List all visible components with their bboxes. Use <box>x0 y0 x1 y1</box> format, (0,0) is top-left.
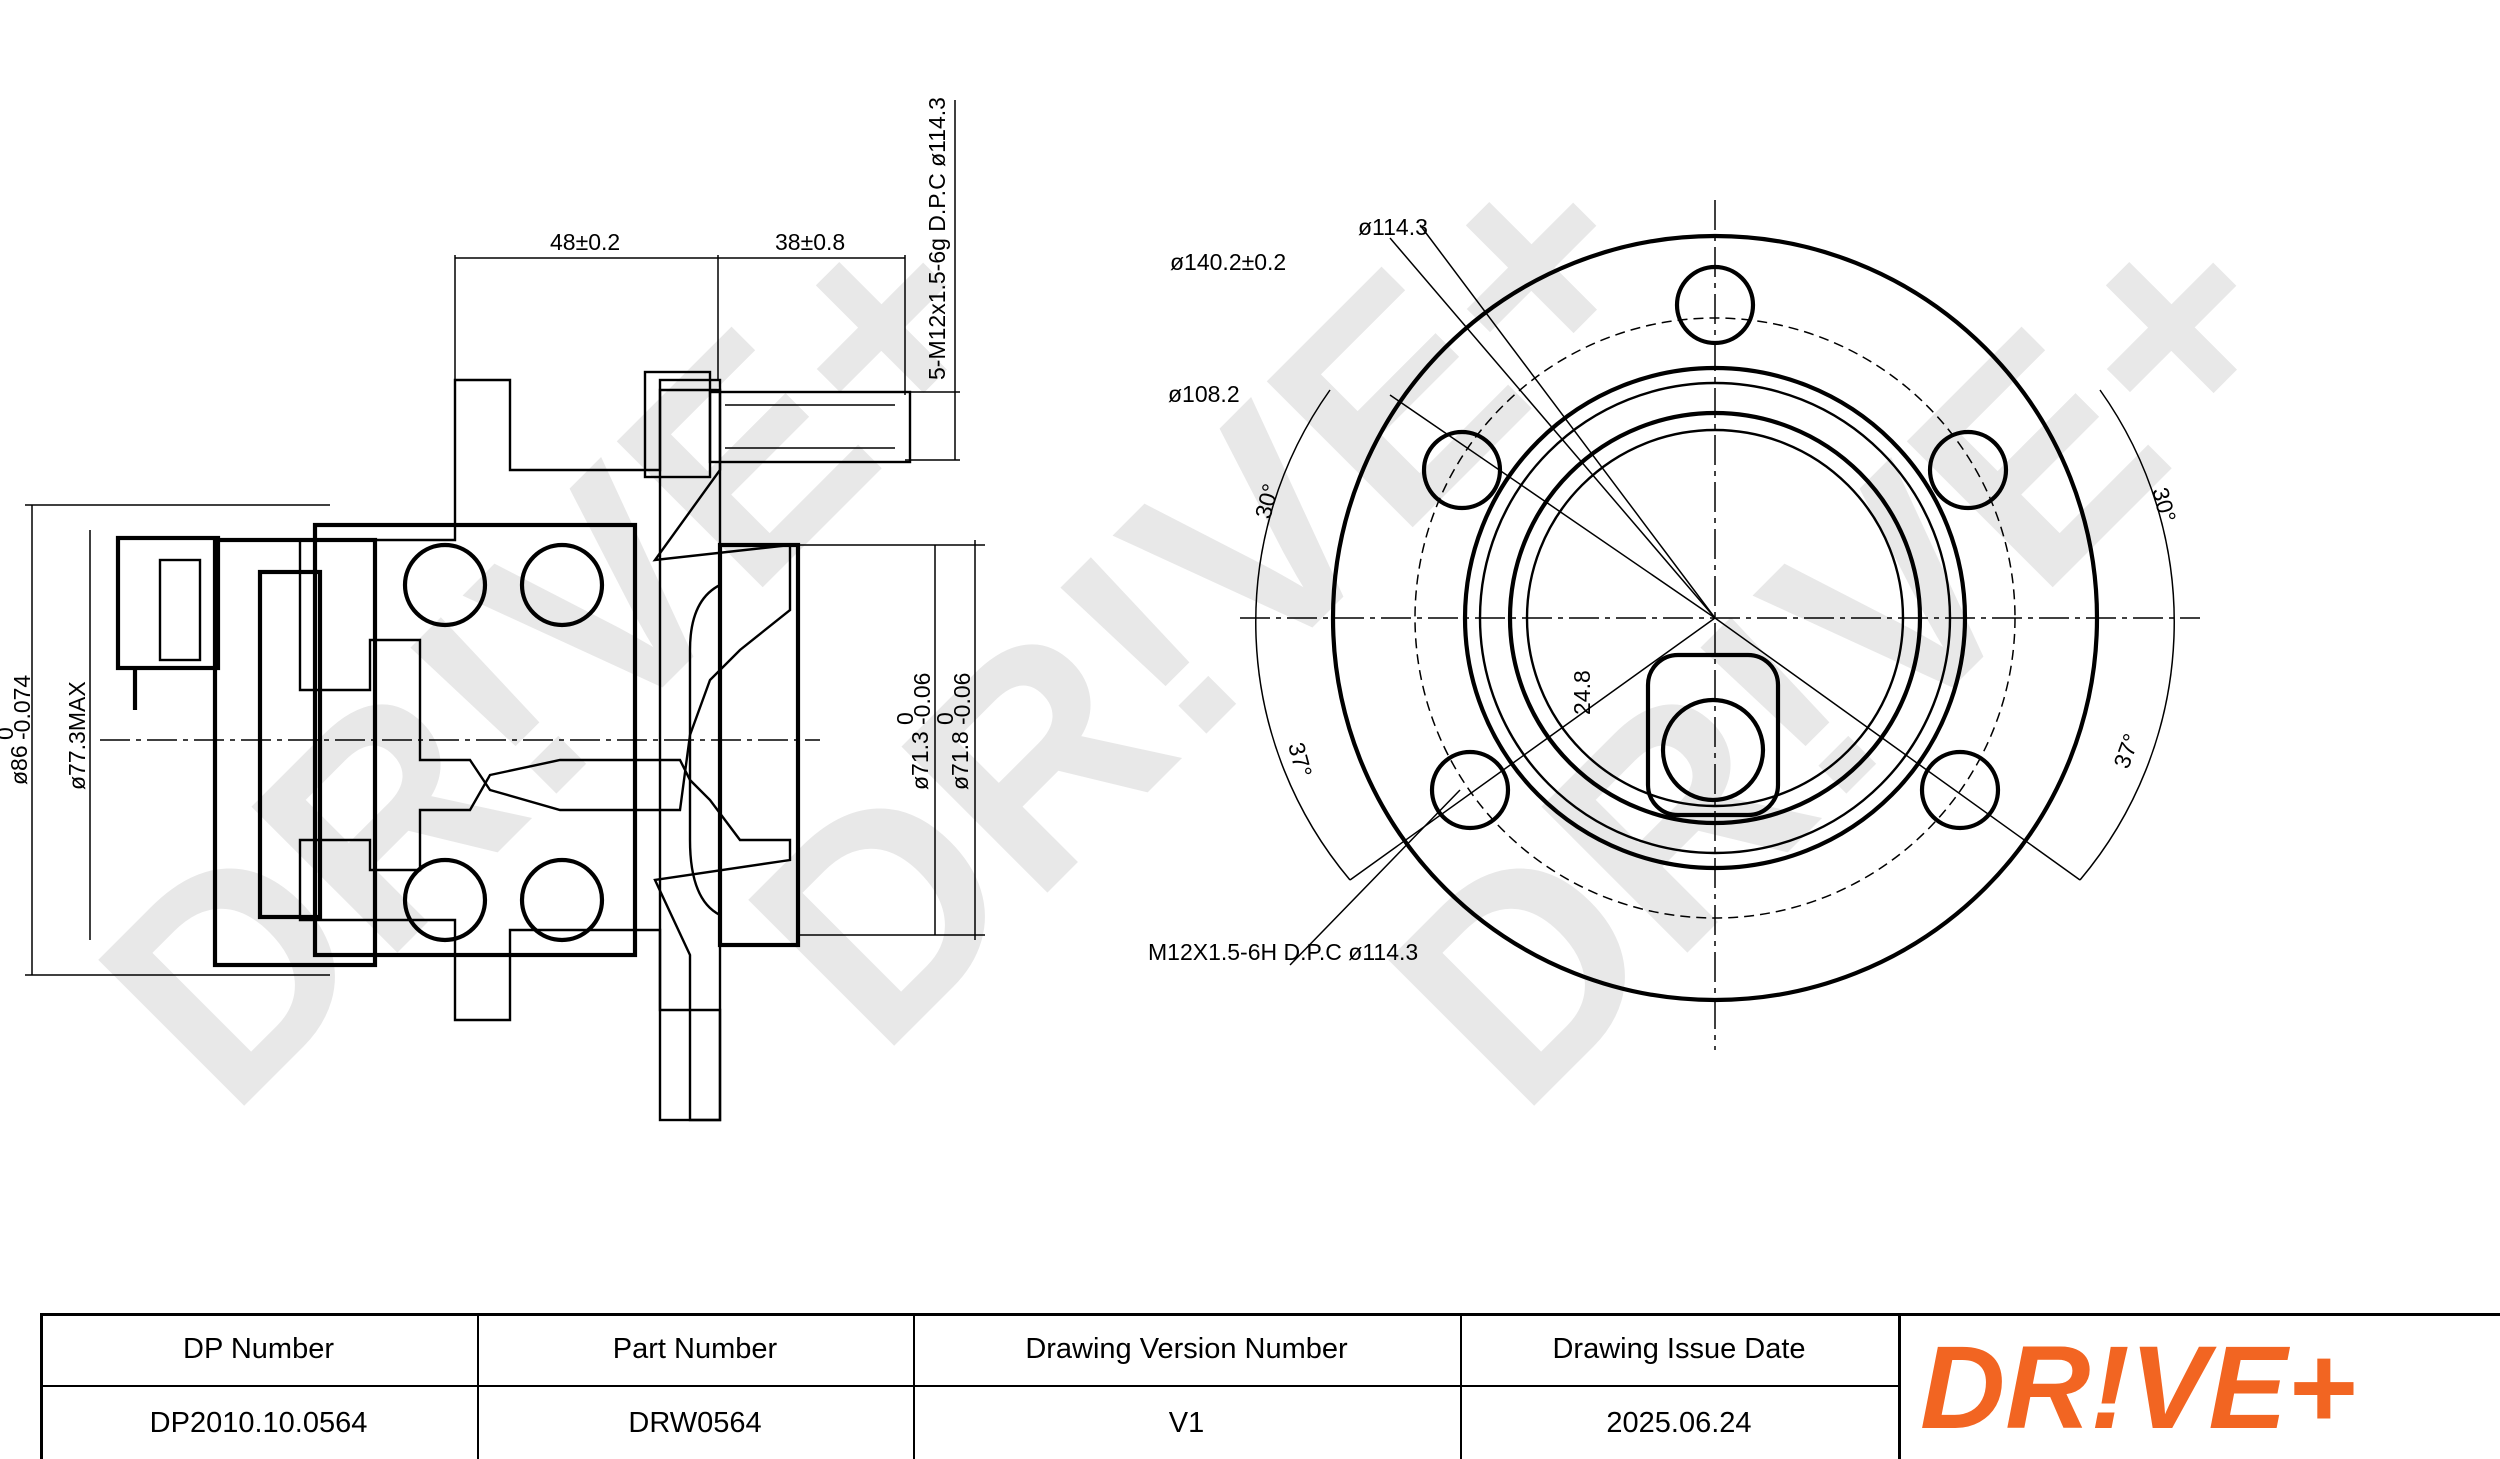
value-version: V1 <box>1168 1406 1205 1439</box>
hub-lower-section <box>298 758 792 1122</box>
dim-stud-thread: 5-M12x1.5-6g D.P.C ø114.3 <box>924 97 950 380</box>
watermark-group: DR!VE+ DR!VE+ DR!VE+ <box>38 84 2349 1165</box>
hub-nose <box>717 542 801 948</box>
value-issue-date: 2025.06.24 <box>1606 1406 1752 1439</box>
bearing-ball <box>519 542 605 628</box>
dim-71-3-tol-upper: 0 <box>892 712 918 725</box>
tone-ring-outer <box>212 537 378 968</box>
dim-140: ø140.2±0.2 <box>1170 249 1286 275</box>
abs-sensor-body <box>115 535 221 671</box>
dim-108: ø108.2 <box>1168 381 1240 407</box>
dim-86-tol-upper: 0 <box>0 727 18 740</box>
dim-48: 48±0.2 <box>550 229 620 255</box>
tone-ring <box>257 569 323 920</box>
dim-pcd-114: ø114.3 <box>1358 214 1428 240</box>
header-issue-date: Drawing Issue Date <box>1552 1332 1806 1365</box>
hub-bore <box>688 583 721 917</box>
dim-24-8: 24.8 <box>1569 670 1595 715</box>
dim-86-tol-lower: -0.074 <box>9 675 35 740</box>
header-version: Drawing Version Number <box>1025 1332 1348 1365</box>
dim-37-right: 37° <box>2108 730 2144 772</box>
bolt-hole <box>1927 429 2009 511</box>
value-part-number: DRW0564 <box>628 1406 762 1439</box>
dim-71-8-tol-upper: 0 <box>932 712 958 725</box>
sensor-lug <box>1645 652 1781 818</box>
angle-arc-left <box>1255 389 1351 881</box>
dim-77: ø77.3MAX <box>64 681 90 790</box>
bearing-ball <box>402 857 488 943</box>
angle-arc-right <box>2079 389 2175 881</box>
drive-logo: DR!VE+ <box>1920 1322 2356 1454</box>
wheel-stud-shank <box>708 390 912 464</box>
header-dp-number: DP Number <box>183 1332 334 1365</box>
header-part-number: Part Number <box>612 1332 778 1365</box>
dim-71-8: ø71.8 <box>947 731 973 790</box>
section-view: 48±0.2 38±0.8 5-M12x1.5-6g D.P.C ø114.3 … <box>0 97 985 1122</box>
dim-71-8-tol-lower: -0.06 <box>949 673 975 725</box>
abs-sensor-plug <box>158 558 202 662</box>
dim-71-3-tol-lower: -0.06 <box>909 673 935 725</box>
dim-38: 38±0.8 <box>775 229 845 255</box>
value-dp-number: DP2010.10.0564 <box>149 1406 368 1439</box>
dim-71-3: ø71.3 <box>907 731 933 790</box>
bearing-ball <box>519 857 605 943</box>
bolt-hole <box>1919 749 2001 831</box>
sensor-boss <box>1660 697 1766 803</box>
bolt-hole <box>1429 749 1511 831</box>
title-block: DP Number Part Number Drawing Version Nu… <box>40 1313 2500 1459</box>
dim-37-left: 37° <box>1283 740 1317 780</box>
dim-86: ø86 <box>6 745 32 785</box>
dim-hole-thread: M12X1.5-6H D.P.C ø114.3 <box>1148 939 1418 965</box>
logo-text: DR!VE+ <box>1920 1322 2356 1454</box>
bearing-ball <box>402 542 488 628</box>
